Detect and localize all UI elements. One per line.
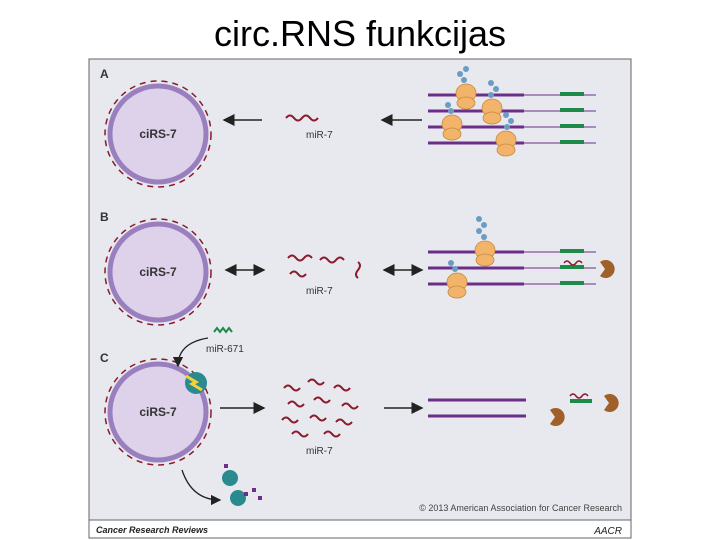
- argonaute-c-1: [550, 408, 565, 426]
- peptides-a: [445, 66, 514, 130]
- mir671-strand: [213, 326, 233, 334]
- mirna-b-2: [319, 256, 345, 264]
- mirna-label-b: miR-7: [306, 286, 333, 297]
- arrow-c-degrade: [181, 469, 222, 506]
- peptides-b: [448, 216, 487, 272]
- mir671-label: miR-671: [206, 344, 244, 355]
- ribosomes-b: [446, 240, 496, 299]
- cleavage-complex: [185, 372, 207, 394]
- panel-letter-c: C: [100, 351, 109, 365]
- circrna-label-a: ciRS-7: [139, 127, 177, 141]
- argonaute-b: [600, 260, 615, 278]
- green-bar-c: [570, 399, 592, 403]
- panel-a: ciRS-7 miR-7: [104, 66, 596, 188]
- mirna-cluster-c: [281, 378, 359, 438]
- circrna-figure: A B C ciRS-7 miR-7: [88, 58, 632, 539]
- figure-footer: [88, 519, 632, 539]
- mirna-label-a: miR-7: [306, 130, 333, 141]
- mirna-label-c: miR-7: [306, 446, 333, 457]
- mirna-b-4: [355, 261, 361, 279]
- publisher-logo: AACR: [593, 526, 622, 537]
- mirna-a: [285, 114, 319, 122]
- arrow-c-mir671: [172, 337, 209, 368]
- circrna-a: ciRS-7: [104, 80, 212, 188]
- circrna-b: ciRS-7: [104, 218, 212, 326]
- journal-name: Cancer Research Reviews: [96, 525, 208, 535]
- circrna-label-c: ciRS-7: [139, 405, 177, 419]
- panel-b: ciRS-7 miR-7: [104, 216, 615, 326]
- circrna-c: ciRS-7: [104, 358, 212, 466]
- circrna-label-b: ciRS-7: [139, 265, 177, 279]
- slide-title: circ.RNS funkcijas: [213, 13, 507, 54]
- argonaute-c-2: [604, 394, 619, 412]
- panel-letter-a: A: [100, 67, 109, 81]
- mirna-c-bound: [569, 393, 589, 399]
- ribosomes-a: [441, 83, 517, 157]
- mirna-b-3: [289, 270, 307, 278]
- degradation-products: [222, 464, 262, 506]
- mrna-stack-c: [428, 398, 526, 418]
- copyright: © 2013 American Association for Cancer R…: [419, 503, 622, 513]
- mirna-b-1: [287, 254, 313, 262]
- panel-c: ciRS-7 miR-671 miR-7: [104, 326, 619, 506]
- panel-letter-b: B: [100, 210, 109, 224]
